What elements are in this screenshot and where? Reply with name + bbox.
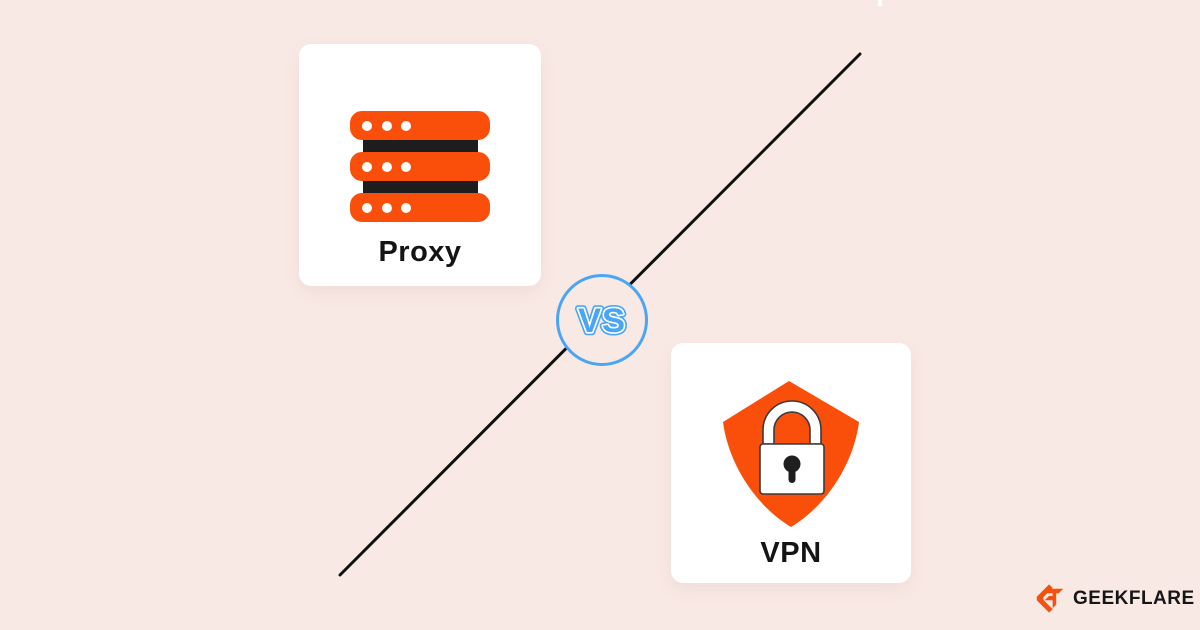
- shield-lock-icon: [723, 381, 859, 527]
- server-led-dot: [362, 120, 372, 131]
- server-led-dot: [401, 202, 411, 213]
- server-bar: [350, 111, 490, 140]
- server-joint: [362, 140, 478, 152]
- svg-text:VS: VS: [578, 302, 626, 340]
- padlock-shackle: [762, 400, 822, 445]
- svg-text:VS: VS: [578, 302, 626, 340]
- keyhole: [783, 455, 801, 473]
- geekflare-logo: GEEKFLARE: [1035, 582, 1195, 615]
- vpn-label: VPN: [760, 537, 822, 569]
- vpn-card: VPN: [671, 343, 911, 583]
- server-led-dot: [401, 161, 411, 172]
- server-joint: [362, 181, 478, 193]
- server-bar: [350, 152, 490, 181]
- vs-text: VS VS: [575, 299, 629, 344]
- brand-wordmark: GEEKFLARE: [1073, 588, 1195, 609]
- server-led-dot: [362, 202, 372, 213]
- top-edge-notch: [878, 0, 882, 6]
- proxy-label: Proxy: [378, 236, 462, 268]
- server-led-dot: [362, 161, 372, 172]
- keyhole-stem: [788, 467, 796, 483]
- vs-badge: VS VS: [556, 274, 648, 366]
- server-bar: [350, 193, 490, 222]
- server-led-dot: [382, 161, 392, 172]
- geekflare-flare-icon: [1036, 584, 1064, 613]
- proxy-card: Proxy: [299, 44, 541, 286]
- server-stack-icon: [350, 111, 490, 222]
- server-led-dot: [401, 120, 411, 131]
- server-led-dot: [382, 202, 392, 213]
- server-led-dot: [382, 120, 392, 131]
